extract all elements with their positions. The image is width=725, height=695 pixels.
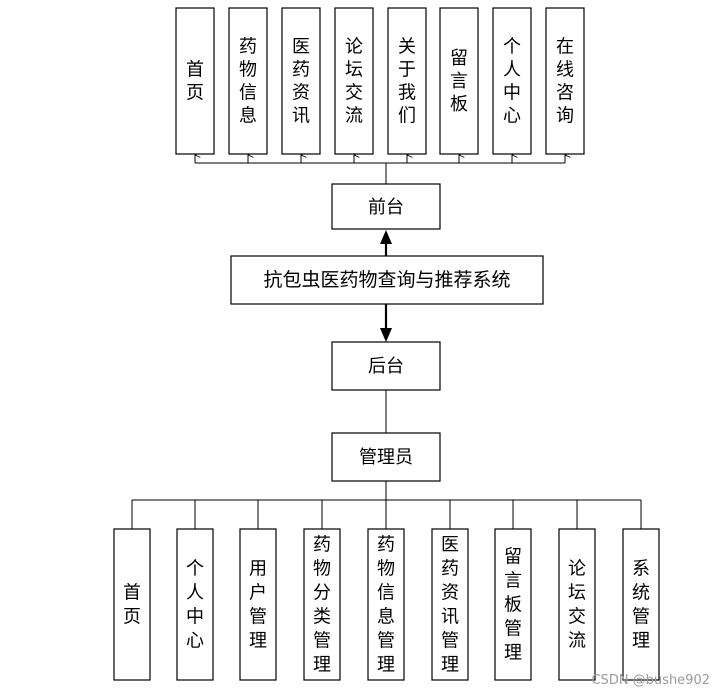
frontend-module-box (492, 7, 532, 155)
frontend-module-label: 论坛交流 (345, 37, 363, 127)
backend-module-label: 个人中心 (186, 559, 204, 652)
frontend-module-box (281, 7, 321, 155)
backend-module-label: 医药资讯管理 (441, 535, 459, 676)
backend-module-box (622, 528, 660, 681)
frontend-module-label: 首页 (186, 60, 204, 104)
arrow-down-head (380, 328, 392, 342)
backend-module-label: 用户管理 (249, 559, 267, 652)
backend-module-label: 首页 (123, 583, 141, 628)
frontend-module-box (228, 7, 268, 155)
backend-module-boxes: 首页 个人中心 用户管理 药物分类管理 药物信息管理 医药资讯管理 留言板管理 论坛交流 系统管… (113, 528, 660, 681)
backend-module-label: 论坛交流 (568, 559, 586, 652)
backend-module-label: 药物分类管理 (313, 535, 331, 676)
frontend-module-box (334, 7, 374, 155)
frontend-module-label: 关于我们 (398, 37, 416, 127)
backend-module-label: 系统管理 (632, 559, 650, 652)
frontend-module-box (439, 7, 479, 155)
frontend-box (331, 183, 441, 230)
frontend-module-box (175, 7, 215, 155)
system-title: 抗包虫医药物查询与推荐系统 (263, 269, 510, 291)
frontend-module-label: 药物信息 (239, 37, 257, 127)
backend-module-box (367, 528, 405, 681)
backend-module-box (303, 528, 341, 681)
backend-module-label: 留言板管理 (504, 547, 522, 664)
frontend-module-box (545, 7, 585, 155)
frontend-module-box (387, 7, 427, 155)
backend-module-box (431, 528, 469, 681)
frontend-module-boxes: 首页 药物信息 医药资讯 论坛交流 关于我们 留言板 个人中心 在线咨询 (175, 7, 585, 155)
backend-module-box (558, 528, 596, 681)
frontend-module-label: 留言板 (450, 48, 468, 115)
frontend-label: 前台 (368, 197, 404, 218)
system-box (230, 255, 544, 305)
backend-module-box (113, 528, 151, 681)
backend-module-box (239, 528, 277, 681)
frontend-module-label: 个人中心 (503, 37, 521, 127)
backend-connectors (131, 481, 642, 529)
frontend-module-label: 在线咨询 (556, 37, 574, 127)
frontend-module-label: 医药资讯 (292, 37, 310, 127)
admin-label: 管理员 (359, 447, 413, 468)
backend-module-box (494, 528, 532, 681)
watermark: CSDN @bushe902 (591, 673, 710, 688)
arrow-up-head (380, 230, 392, 244)
backend-label: 后台 (368, 356, 404, 377)
backend-module-box (176, 528, 214, 681)
admin-box (331, 432, 441, 482)
frontend-connectors (195, 155, 565, 184)
backend-module-label: 药物信息管理 (377, 535, 395, 676)
